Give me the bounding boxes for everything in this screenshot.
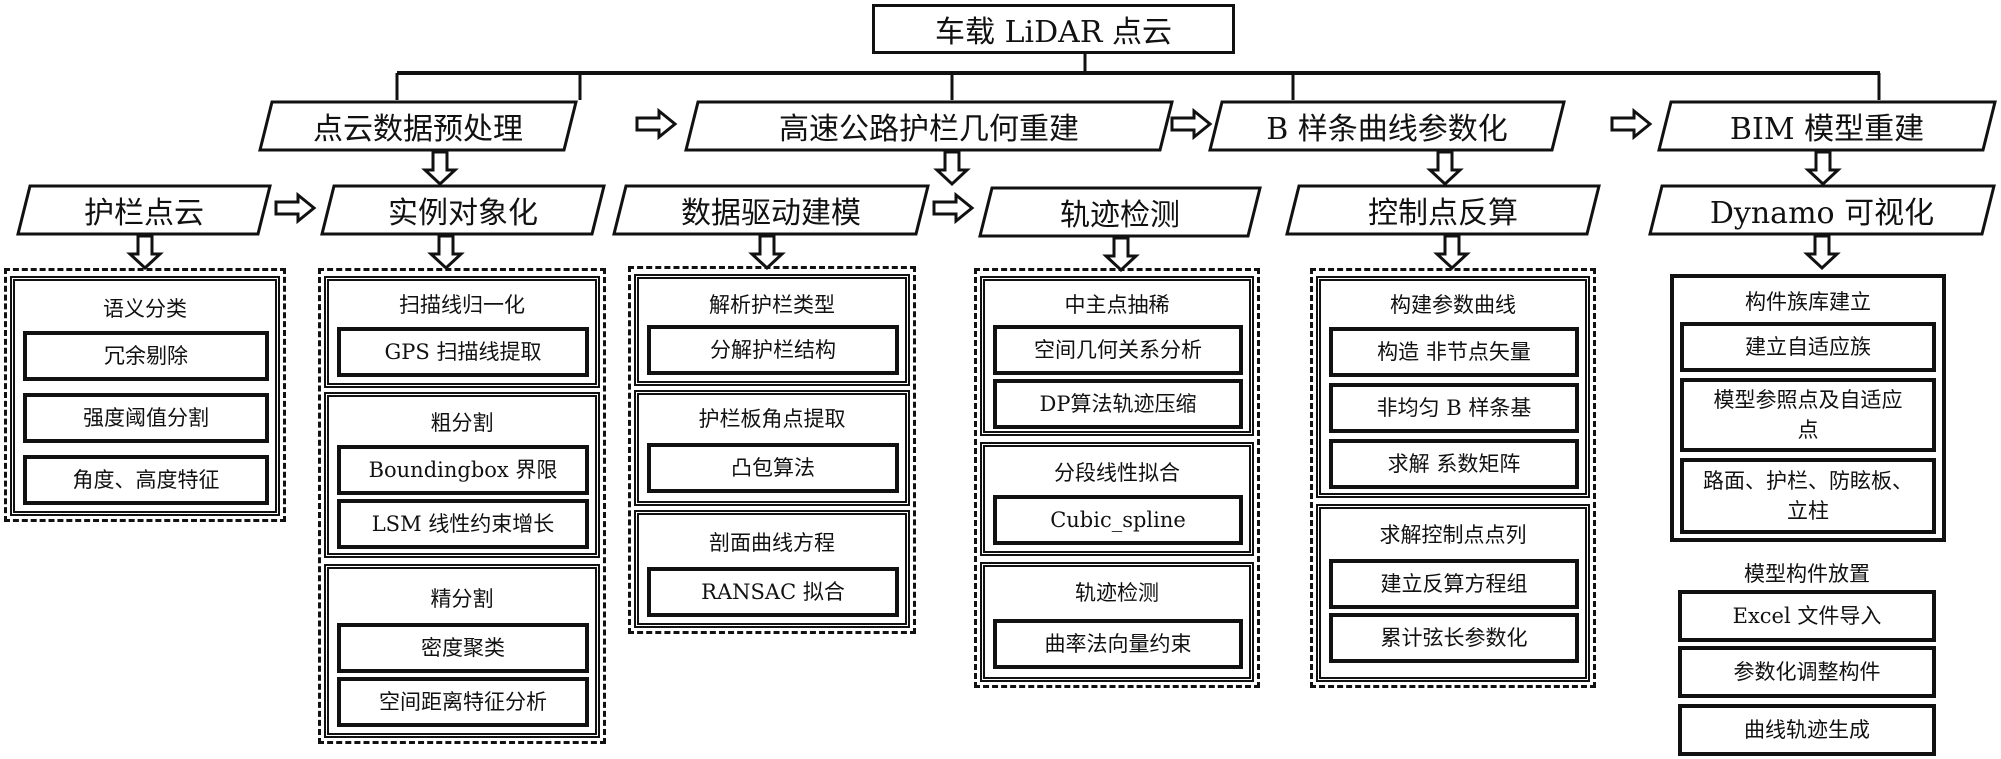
step-label: 数据驱动建模: [681, 196, 861, 231]
group-title: 解析护栏类型: [709, 293, 835, 317]
group: 构建参数曲线 构造 非节点矢量 非均匀 B 样条基 求解 系数矩阵: [1316, 276, 1590, 498]
step-dynamo-visualization: Dynamo 可视化: [1648, 184, 1996, 236]
group-title: 扫描线归一化: [399, 293, 525, 317]
group-item: 路面、护栏、防眩板、立柱: [1680, 458, 1936, 534]
group-title: 精分割: [430, 587, 494, 611]
group-item: 建立反算方程组: [1329, 559, 1579, 609]
group-item: GPS 扫描线提取: [337, 327, 589, 377]
arrow-right-icon: [1170, 107, 1213, 141]
group: 轨迹检测 曲率法向量约束: [980, 562, 1254, 682]
arrow-down-icon: [748, 234, 786, 271]
group-title: 模型构件放置: [1744, 562, 1870, 586]
stage-preprocess: 点云数据预处理: [258, 100, 578, 152]
group: 中主点抽稀 空间几何关系分析 DP算法轨迹压缩: [980, 276, 1254, 436]
group-item: 空间几何关系分析: [993, 325, 1243, 375]
group: 粗分割 Boundingbox 界限 LSM 线性约束增长: [324, 392, 600, 558]
group-title: 轨迹检测: [1075, 581, 1159, 605]
group-item: 强度阈值分割: [23, 393, 269, 443]
arrow-right-icon: [635, 107, 678, 141]
group-item: RANSAC 拟合: [647, 567, 899, 617]
group: 求解控制点点列 建立反算方程组 累计弦长参数化: [1316, 504, 1590, 682]
group-item: DP算法轨迹压缩: [993, 379, 1243, 429]
group-item: 角度、高度特征: [23, 455, 269, 505]
step-control-point-inverse: 控制点反算: [1285, 184, 1601, 236]
group-title: 剖面曲线方程: [709, 531, 835, 555]
stage-label: 高速公路护栏几何重建: [779, 112, 1079, 147]
group-item: 曲率法向量约束: [993, 619, 1243, 669]
arrow-right-icon: [932, 191, 975, 225]
step-instance-object: 实例对象化: [320, 184, 606, 236]
group: 解析护栏类型 分解护栏结构: [634, 274, 910, 386]
step-label: 实例对象化: [388, 196, 538, 231]
arrow-down-icon: [1804, 150, 1842, 187]
group-title: 护栏板角点提取: [698, 407, 846, 431]
group: 分段线性拟合 Cubic_spline: [980, 442, 1254, 556]
root-label: 车载 LiDAR 点云: [935, 15, 1172, 50]
step-label: 轨迹检测: [1060, 198, 1180, 233]
group-item: 空间距离特征分析: [337, 677, 589, 727]
group-title: 求解控制点点列: [1379, 523, 1527, 547]
group: 精分割 密度聚类 空间距离特征分析: [324, 564, 600, 738]
group-item: 冗余剔除: [23, 331, 269, 381]
arrow-down-icon: [421, 150, 459, 187]
arrow-down-icon: [1803, 234, 1841, 271]
group-item: 凸包算法: [647, 443, 899, 493]
step-label: 护栏点云: [84, 196, 204, 231]
group: 护栏板角点提取 凸包算法: [634, 390, 910, 506]
group-item: 分解护栏结构: [647, 325, 899, 375]
group-item: 累计弦长参数化: [1329, 613, 1579, 663]
group-item: Cubic_spline: [993, 495, 1243, 545]
group: 语义分类 冗余剔除 强度阈值分割 角度、高度特征: [10, 276, 280, 516]
group-item: 非均匀 B 样条基: [1329, 383, 1579, 433]
stage-label: BIM 模型重建: [1729, 112, 1925, 147]
column-frame-3: [974, 268, 1260, 688]
group-item: 参数化调整构件: [1678, 646, 1936, 698]
arrow-down-icon: [1102, 236, 1140, 273]
group: 构件族库建立 建立自适应族 模型参照点及自适应点 路面、护栏、防眩板、立柱: [1670, 274, 1946, 542]
group-title: 中主点抽稀: [1064, 293, 1170, 317]
step-label: 控制点反算: [1368, 196, 1518, 231]
arrow-down-icon: [1426, 150, 1464, 187]
group-item: 求解 系数矩阵: [1329, 439, 1579, 489]
group-item: 密度聚类: [337, 623, 589, 673]
column-frame-1: [318, 268, 606, 744]
group-item: Boundingbox 界限: [337, 445, 589, 495]
root-node: 车载 LiDAR 点云: [872, 4, 1235, 54]
step-guardrail-pointcloud: 护栏点云: [16, 184, 272, 236]
group-title: 粗分割: [430, 411, 494, 435]
arrow-down-icon: [126, 234, 164, 271]
group: 剖面曲线方程 RANSAC 拟合: [634, 510, 910, 628]
group-title: 语义分类: [103, 297, 187, 321]
arrow-right-icon: [274, 191, 317, 225]
group-item: 构造 非节点矢量: [1329, 327, 1579, 377]
arrow-down-icon: [1433, 234, 1471, 271]
column-frame-4: [1310, 268, 1596, 688]
step-label: Dynamo 可视化: [1709, 196, 1935, 231]
column-frame-0: [4, 268, 286, 522]
group-item: 曲线轨迹生成: [1678, 704, 1936, 756]
stage-bim: BIM 模型重建: [1657, 100, 1997, 152]
step-data-driven-modeling: 数据驱动建模: [612, 184, 930, 236]
arrow-right-icon: [1610, 107, 1653, 141]
group: 扫描线归一化 GPS 扫描线提取: [324, 276, 600, 388]
group-item: 建立自适应族: [1680, 322, 1936, 372]
arrow-down-icon: [427, 234, 465, 271]
stage-label: B 样条曲线参数化: [1266, 112, 1508, 147]
group-item: LSM 线性约束增长: [337, 499, 589, 549]
arrow-down-icon: [933, 150, 971, 187]
stage-label: 点云数据预处理: [313, 112, 523, 147]
group-title: 构件族库建立: [1745, 290, 1871, 314]
group-title: 构建参数曲线: [1390, 293, 1516, 317]
group-item: Excel 文件导入: [1678, 590, 1936, 642]
stage-geometry-rebuild: 高速公路护栏几何重建: [684, 100, 1174, 152]
column-frame-2: [628, 266, 916, 634]
group-title: 分段线性拟合: [1054, 461, 1180, 485]
step-trajectory-detection: 轨迹检测: [978, 186, 1262, 238]
stage-bspline: B 样条曲线参数化: [1208, 100, 1566, 152]
group-item: 模型参照点及自适应点: [1680, 378, 1936, 452]
